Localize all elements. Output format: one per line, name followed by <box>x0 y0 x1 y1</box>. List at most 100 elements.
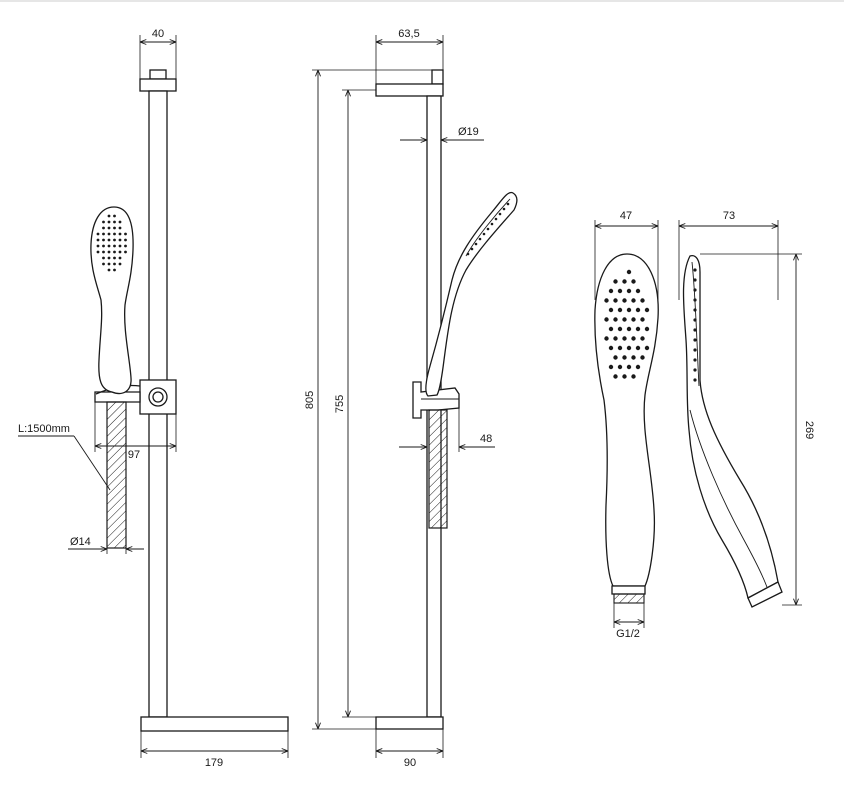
spray-hole <box>118 262 122 266</box>
spray-hole <box>113 262 116 266</box>
front-hand-shower <box>90 206 134 395</box>
spray-hole <box>113 220 116 224</box>
spray-hole <box>502 207 506 211</box>
spray-hole <box>644 345 650 351</box>
spray-hole <box>622 374 627 379</box>
spray-hole <box>494 217 498 221</box>
dim-label-47: 47 <box>620 210 632 222</box>
spray-hole <box>506 202 510 206</box>
spray-hole <box>113 256 116 260</box>
spray-hole <box>644 307 650 313</box>
spray-hole <box>102 262 105 266</box>
spray-hole <box>613 336 618 341</box>
side-shower-face <box>465 198 511 257</box>
spray-hole <box>604 298 609 303</box>
side-shower-holes <box>466 202 510 256</box>
spray-hole <box>118 250 122 254</box>
dim-label-40: 40 <box>152 28 164 40</box>
spray-hole <box>96 232 100 236</box>
dim-label-14: Ø14 <box>70 536 91 548</box>
front-hose <box>106 401 127 549</box>
spray-hole <box>118 244 122 248</box>
spray-hole <box>631 279 636 284</box>
dim-label-90: 90 <box>404 757 416 769</box>
spray-hole <box>635 345 641 351</box>
spray-hole <box>622 336 627 341</box>
spray-hole <box>96 238 100 242</box>
spray-hole <box>118 238 122 242</box>
spray-hole <box>626 326 632 332</box>
spray-hole <box>118 232 122 236</box>
spray-hole <box>617 326 623 332</box>
spray-hole <box>486 227 490 231</box>
spray-hole <box>107 256 111 260</box>
front-top-cap <box>149 69 167 80</box>
dim-label-179: 179 <box>205 757 223 769</box>
spray-hole <box>102 220 105 224</box>
side-base <box>375 716 444 730</box>
spray-hole <box>498 212 502 216</box>
shower-head-front-thread <box>613 593 645 604</box>
dim-label-63-5: 63,5 <box>398 28 419 40</box>
spray-hole <box>490 222 494 226</box>
spray-hole <box>470 247 474 251</box>
spray-hole <box>113 226 116 230</box>
hose-length-leader <box>73 435 111 491</box>
spray-hole <box>102 238 105 242</box>
spray-hole <box>693 328 697 332</box>
spray-hole <box>640 317 645 322</box>
spray-hole <box>107 268 111 272</box>
spray-hole <box>631 317 636 322</box>
spray-hole <box>613 317 618 322</box>
spray-hole <box>640 298 645 303</box>
spray-hole <box>118 256 122 260</box>
spray-hole <box>693 348 697 352</box>
spray-hole <box>693 368 697 372</box>
spray-hole <box>640 336 645 341</box>
front-base <box>140 716 289 732</box>
spray-hole <box>608 345 614 351</box>
side-hose <box>428 409 448 529</box>
shower-head-front-nut <box>611 585 646 595</box>
dim-label-48: 48 <box>480 433 492 445</box>
spray-hole <box>640 355 645 360</box>
spray-hole <box>613 298 618 303</box>
shower-head-side-view: 73 269 <box>678 210 815 608</box>
dim-label-g12: G1/2 <box>616 628 640 640</box>
spray-hole <box>107 262 111 266</box>
spray-hole <box>644 326 650 332</box>
spray-hole <box>118 226 122 230</box>
spray-hole <box>622 298 627 303</box>
spray-hole <box>474 242 478 246</box>
shower-head-front <box>594 253 659 587</box>
spray-hole <box>631 374 636 379</box>
spray-hole <box>102 250 105 254</box>
front-view: 40 97 L:1500mm Ø14 179 <box>18 28 289 769</box>
spray-hole <box>113 250 116 254</box>
spray-hole <box>635 364 641 370</box>
spray-hole <box>693 378 697 382</box>
spray-hole <box>608 307 614 313</box>
spray-hole <box>693 298 697 302</box>
spray-hole <box>635 288 641 294</box>
spray-hole <box>107 214 111 218</box>
spray-hole <box>118 220 122 224</box>
spray-hole <box>96 244 100 248</box>
spray-hole <box>693 268 697 272</box>
spray-hole <box>124 232 127 236</box>
spray-hole <box>626 307 632 313</box>
side-top-cap <box>431 69 444 85</box>
dim-label-73: 73 <box>723 210 735 222</box>
front-top-bracket <box>139 78 177 92</box>
spray-hole <box>631 355 636 360</box>
side-top-bracket <box>375 83 444 97</box>
spray-hole <box>617 345 623 351</box>
spray-hole <box>693 318 697 322</box>
dim-label-19: Ø19 <box>458 126 479 138</box>
spray-hole <box>466 252 470 256</box>
spray-hole <box>617 288 623 294</box>
spray-hole <box>613 279 618 284</box>
spray-hole <box>124 238 127 242</box>
spray-hole <box>622 317 627 322</box>
